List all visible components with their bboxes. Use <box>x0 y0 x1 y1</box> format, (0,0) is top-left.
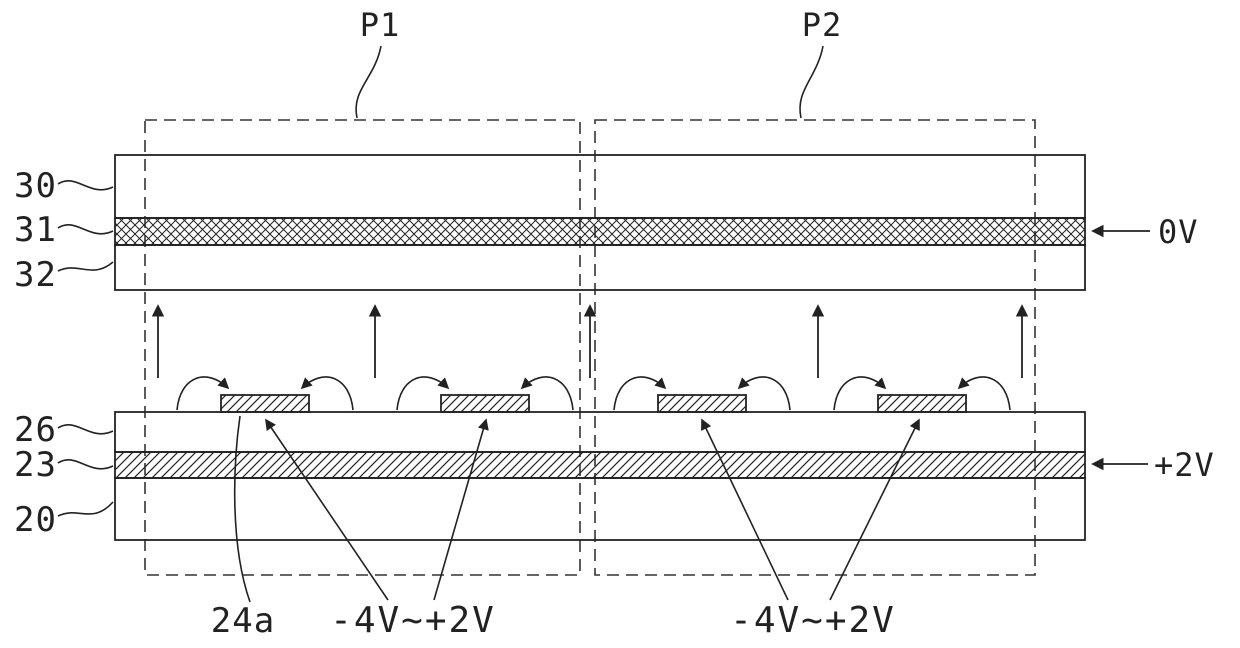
layer-23-bottom-electrode-rect <box>114 451 1086 479</box>
layer-31-leader-line <box>57 224 114 235</box>
p1-electrode-voltage-label: -4V~+2V <box>330 600 496 641</box>
p1-electrode-voltage-arrow-icon <box>433 418 489 601</box>
pixel-p2-region-outline <box>594 119 1036 576</box>
layer-30-leader-line <box>57 180 114 191</box>
layer-32-leader-line <box>57 261 114 272</box>
curved-field-arrow-icon <box>396 376 450 411</box>
layer-23-ref-label: 23 <box>14 445 57 485</box>
bottom-voltage-label: +2V <box>1154 446 1215 484</box>
curved-field-arrow-icon <box>957 376 1011 411</box>
layer-31-ref-label: 31 <box>14 210 57 250</box>
pixel-p2-leader-line <box>799 45 824 119</box>
layer-32-ref-label: 32 <box>14 255 57 295</box>
p2-electrode-voltage-label: -4V~+2V <box>730 600 896 641</box>
top-voltage-label: 0V <box>1158 213 1199 251</box>
pixel-electrode-rect <box>877 394 967 413</box>
pixel-electrode-ref-leader-line <box>233 415 251 603</box>
pixel-electrode-rect <box>220 394 310 413</box>
pixel-p2-label: P2 <box>802 6 843 44</box>
curved-field-arrow-icon <box>737 376 791 411</box>
curved-field-arrow-icon <box>613 376 667 411</box>
p1-electrode-voltage-arrow-icon <box>265 418 389 601</box>
curved-field-arrow-icon <box>300 376 354 411</box>
layer-23-leader-line <box>57 459 114 470</box>
layer-30-ref-label: 30 <box>14 166 57 206</box>
pixel-p1-leader-line <box>355 45 382 119</box>
layer-26-leader-line <box>57 424 114 435</box>
layer-26-rect <box>114 411 1086 453</box>
pixel-electrode-ref-label: 24a <box>211 601 275 641</box>
pixel-electrode-rect <box>657 394 747 413</box>
curved-field-arrow-icon <box>520 376 574 411</box>
pixel-p1-label: P1 <box>360 6 401 44</box>
p2-electrode-voltage-arrow-icon <box>701 418 789 601</box>
curved-field-arrow-icon <box>176 376 230 411</box>
layer-20-leader-line <box>57 501 114 517</box>
layer-20-ref-label: 20 <box>14 500 57 540</box>
pixel-electrode-rect <box>440 394 530 413</box>
curved-field-arrow-icon <box>833 376 887 411</box>
pixel-p1-region-outline <box>144 119 581 576</box>
p2-electrode-voltage-arrow-icon <box>829 418 920 601</box>
layer-26-ref-label: 26 <box>14 410 57 450</box>
layer-20-rect <box>114 477 1086 541</box>
layer-30-rect <box>114 154 1086 219</box>
layer-32-rect <box>114 244 1086 291</box>
layer-31-common-electrode-rect <box>114 217 1086 246</box>
